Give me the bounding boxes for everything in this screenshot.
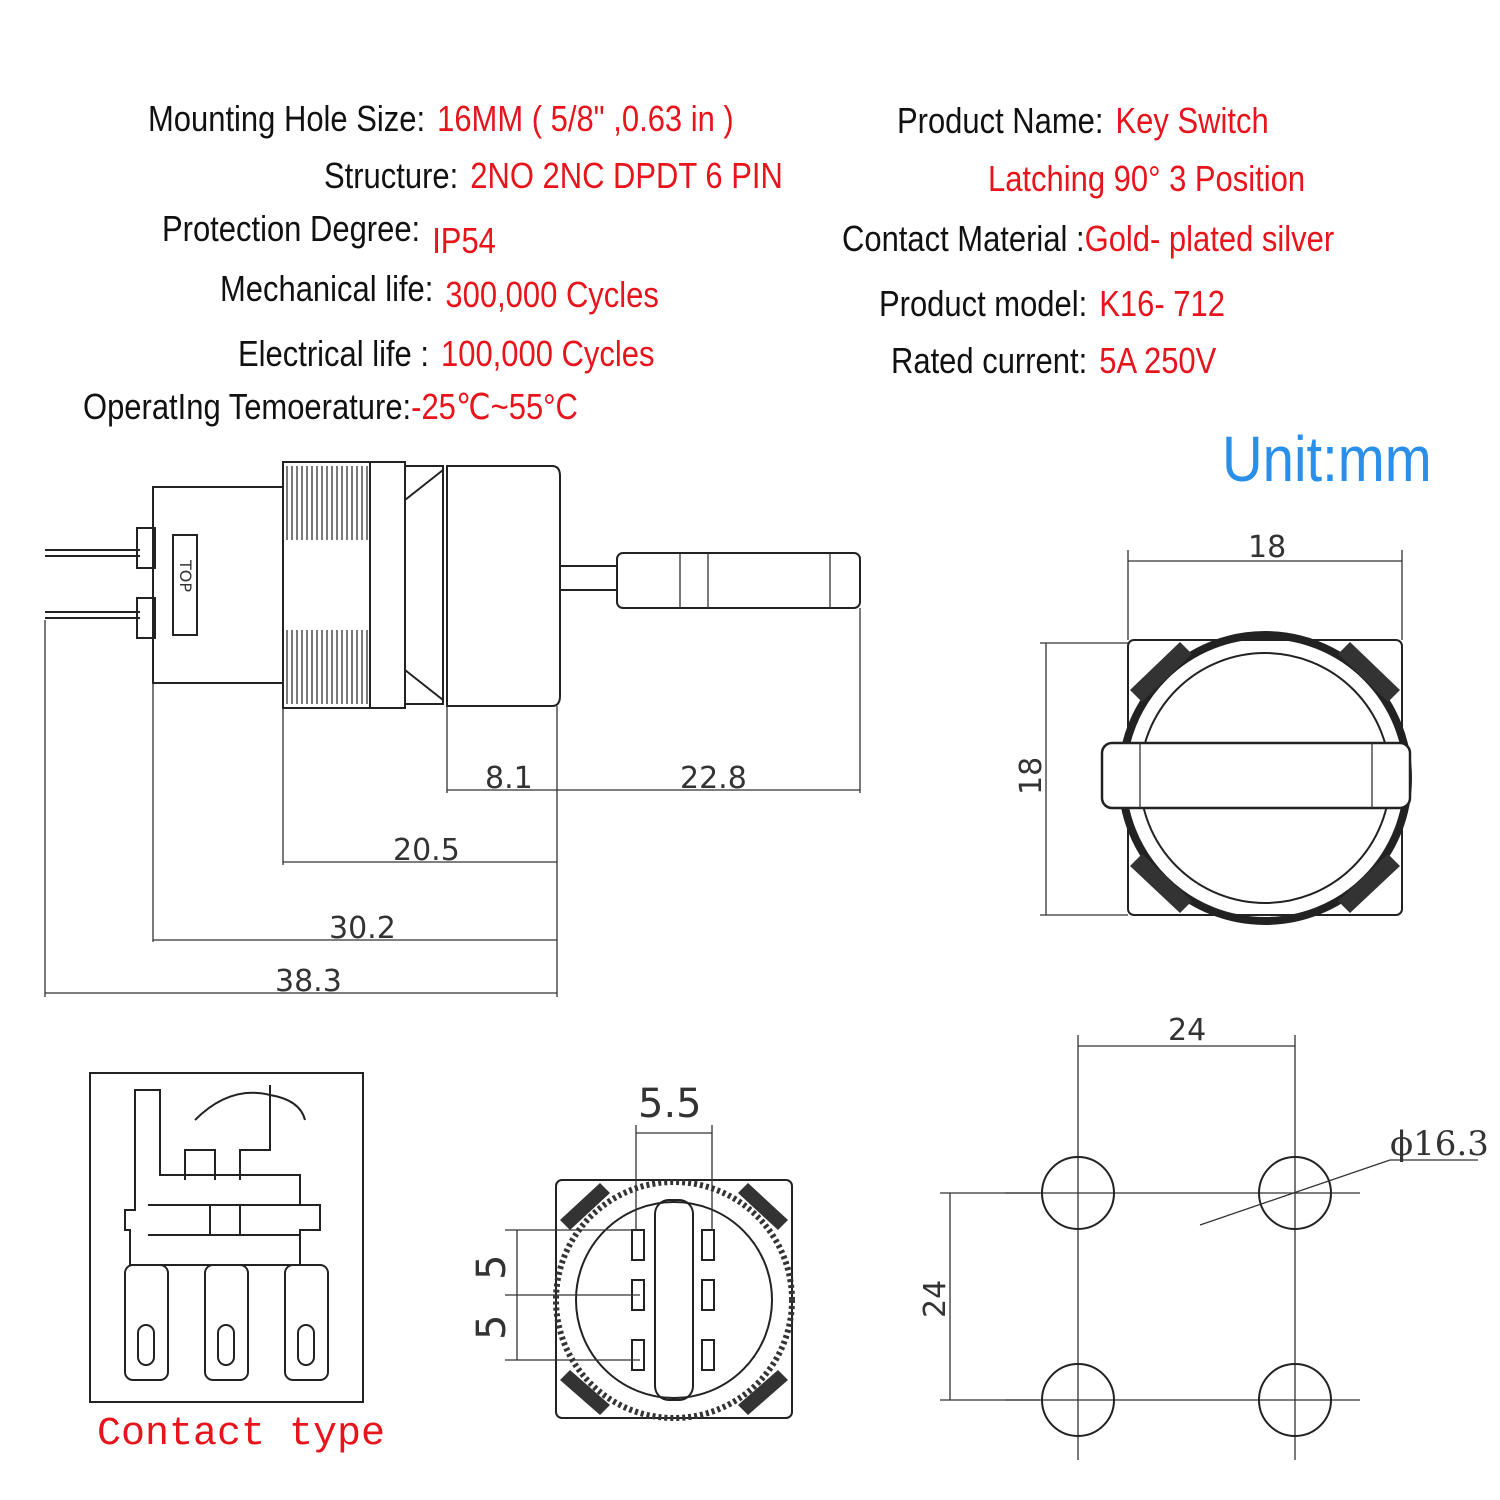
spec-contact-material: Contact Material :Gold- plated silver [842,218,1334,260]
pin-terminal [631,1229,645,1261]
spec-value: K16- 712 [1099,283,1225,324]
pin-terminal [701,1229,715,1261]
dim-body: 30.2 [329,911,396,946]
pin-terminal [631,1339,645,1371]
spec-label: Mounting Hole Size: [148,98,426,139]
spec-product-name: Product Name: Key Switch [897,100,1269,142]
spec-value: 100,000 Cycles [441,333,655,374]
spec-label: Rated current: [891,340,1088,381]
dim-handle: 22.8 [680,761,747,796]
dim-hole-y: 24 [918,1280,953,1318]
spec-value: Latching 90° 3 Position [988,158,1306,199]
spec-value: Key Switch [1115,100,1269,141]
spec-electrical-life: Electrical life : 100,000 Cycles [238,333,654,375]
spec-value: IP54 [432,220,496,261]
dim-front: 20.5 [393,833,460,868]
dim-width: 18 [1248,530,1286,565]
dim-pin-y2: 5 [469,1315,515,1340]
spec-label: OperatIng Temoerature: [83,386,412,427]
dim-cap: 8.1 [485,761,533,796]
spec-label: Protection Degree: [162,208,421,249]
bottom-view-drawing: 5.5 5 5 [469,1081,795,1421]
dim-height: 18 [1014,757,1049,795]
spec-rated-current: Rated current: 5A 250V [891,340,1216,382]
contact-type-label: Contact type [97,1412,386,1457]
pin-terminal [701,1279,715,1311]
spec-product-model: Product model: K16- 712 [879,283,1225,325]
spec-temperature: OperatIng Temoerature:-25℃~55°C [83,386,578,428]
spec-value: 2NO 2NC DPDT 6 PIN [470,155,783,196]
spec-label: Product model: [879,283,1088,324]
spec-value: 16MM ( 5/8" ,0.63 in ) [437,98,734,139]
spec-label: Structure: [324,155,459,196]
dim-hole-x: 24 [1168,1013,1206,1048]
spec-value: 300,000 Cycles [445,274,659,315]
spec-mounting-hole: Mounting Hole Size: 16MM ( 5/8" ,0.63 in … [148,98,734,140]
spec-mechanical-life: Mechanical life: 300,000 Cycles [220,268,659,315]
side-view-drawing: TOP 8.1 22.8 20.5 30.2 [44,461,861,999]
dim-pin-x: 5.5 [638,1081,702,1127]
dim-hole-diameter: ϕ16.3 [1390,1124,1489,1164]
spec-structure: Structure: 2NO 2NC DPDT 6 PIN [324,155,783,197]
spec-value: -25℃~55°C [411,386,578,427]
dim-overall: 38.3 [275,964,342,999]
contact-type-drawing [89,1072,364,1403]
spec-label: Electrical life : [238,333,429,374]
pin-terminal [701,1339,715,1371]
spec-label: Mechanical life: [220,268,434,309]
dim-pin-y1: 5 [469,1255,515,1280]
spec-label: Contact Material : [842,218,1085,259]
spec-latching: Latching 90° 3 Position [988,158,1305,200]
unit-label: Unit:mm [1222,423,1432,495]
spec-value: 5A 250V [1099,340,1217,381]
front-view-drawing: 18 18 [1014,530,1412,925]
spec-value: Gold- plated silver [1084,218,1335,259]
spec-label: Product Name: [897,100,1104,141]
spec-protection: Protection Degree: IP54 [162,208,496,261]
hole-pattern-drawing: 24 24 ϕ16.3 [918,1013,1489,1460]
top-marking: TOP [176,559,195,592]
